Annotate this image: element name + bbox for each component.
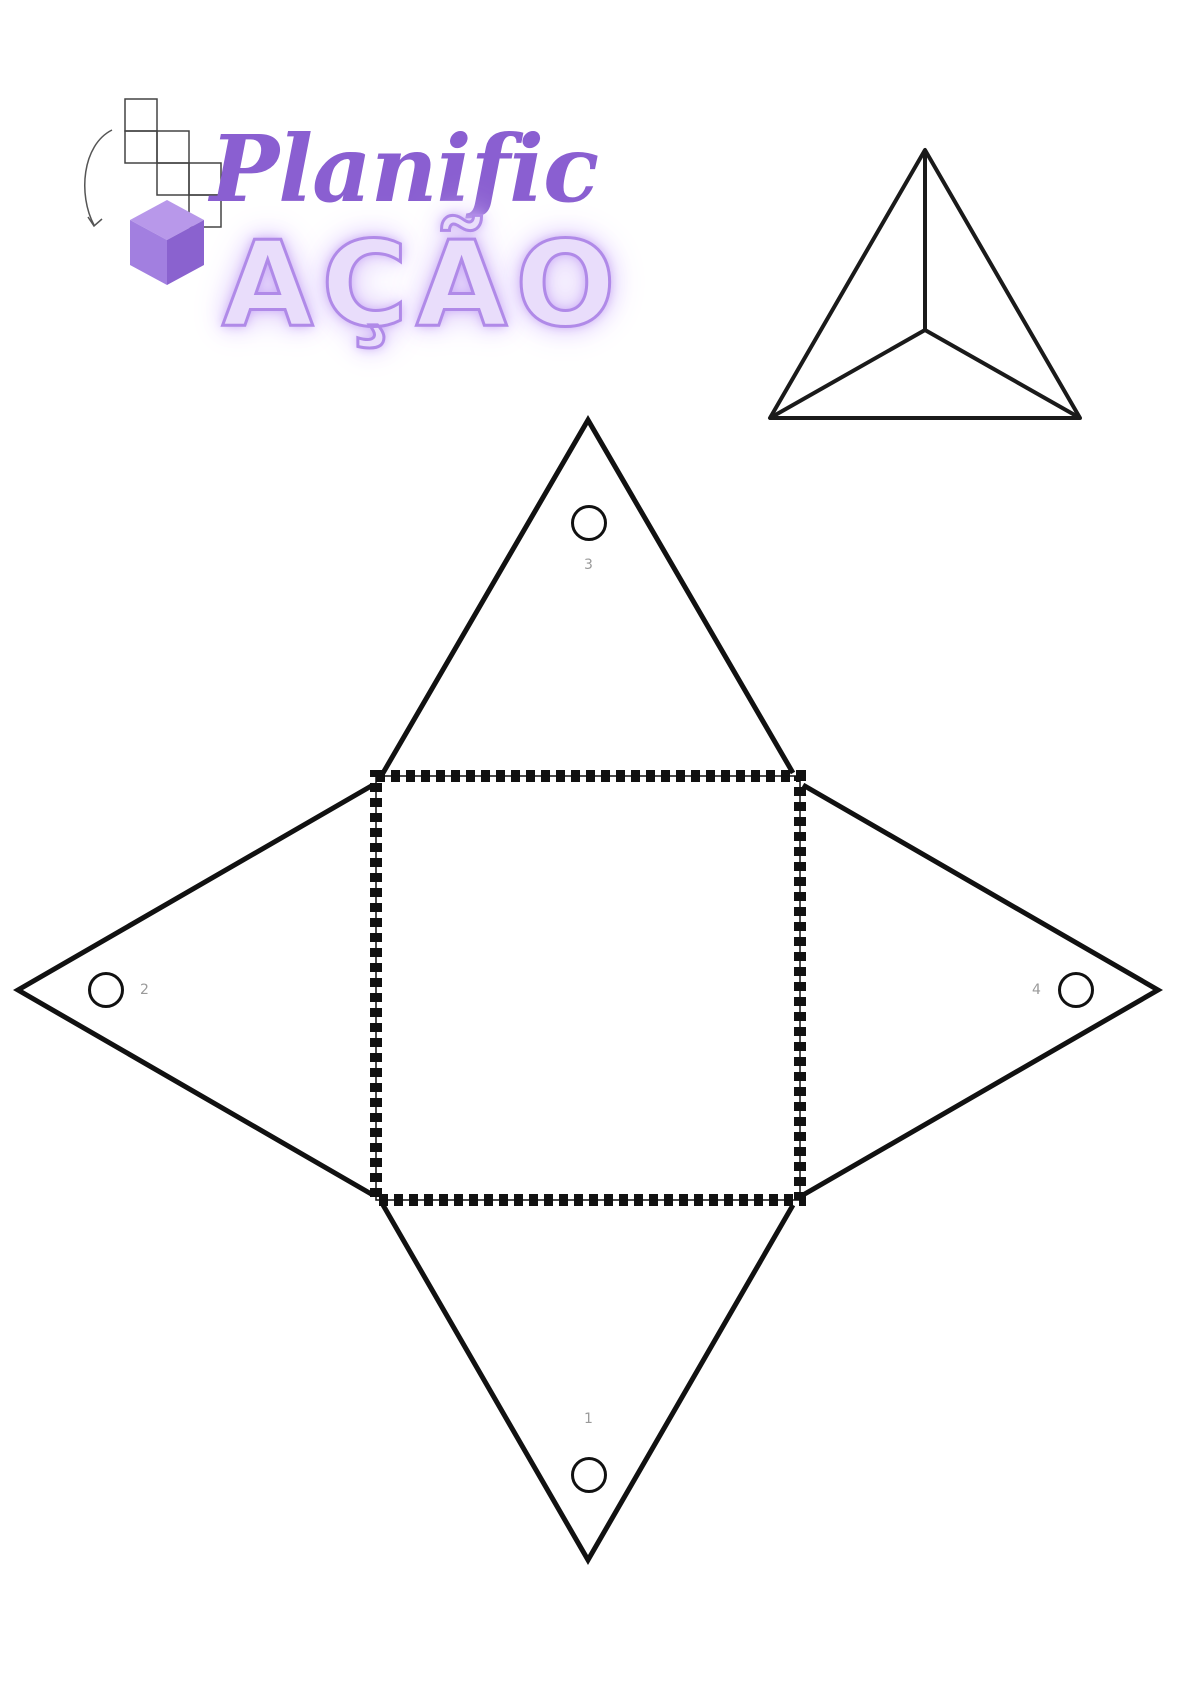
- face-number-top: 3: [584, 557, 593, 573]
- curved-arrow-icon: [84, 129, 113, 228]
- face-right-triangle: [801, 782, 1163, 1198]
- glue-circle-left: [88, 972, 124, 1008]
- face-top-triangle: [380, 415, 796, 775]
- pyramid-net: [13, 415, 1163, 1565]
- face-number-bottom: 1: [584, 1411, 593, 1427]
- face-bottom-triangle: [380, 1203, 796, 1565]
- glue-circle-right: [1058, 972, 1094, 1008]
- planificacao-logo: Planific AÇÃO: [70, 85, 670, 375]
- glue-circle-bottom: [571, 1457, 607, 1493]
- cube-net-icon: [124, 98, 222, 228]
- base-square: [370, 770, 806, 1206]
- face-number-right: 4: [1032, 982, 1041, 998]
- glue-circle-top: [571, 505, 607, 541]
- logo-script-text: Planific: [210, 115, 599, 223]
- face-number-left: 2: [140, 982, 149, 998]
- logo-neon-text: AÇÃO: [221, 215, 624, 353]
- pyramid-edge: [924, 328, 1081, 420]
- pyramid-outline: [768, 148, 1082, 420]
- cube-icon: [130, 200, 204, 285]
- logo-graphics: [84, 98, 222, 285]
- pyramid-edge: [769, 328, 926, 420]
- tetrahedron-pyramid-icon: [768, 148, 1082, 420]
- face-left-triangle: [13, 782, 375, 1198]
